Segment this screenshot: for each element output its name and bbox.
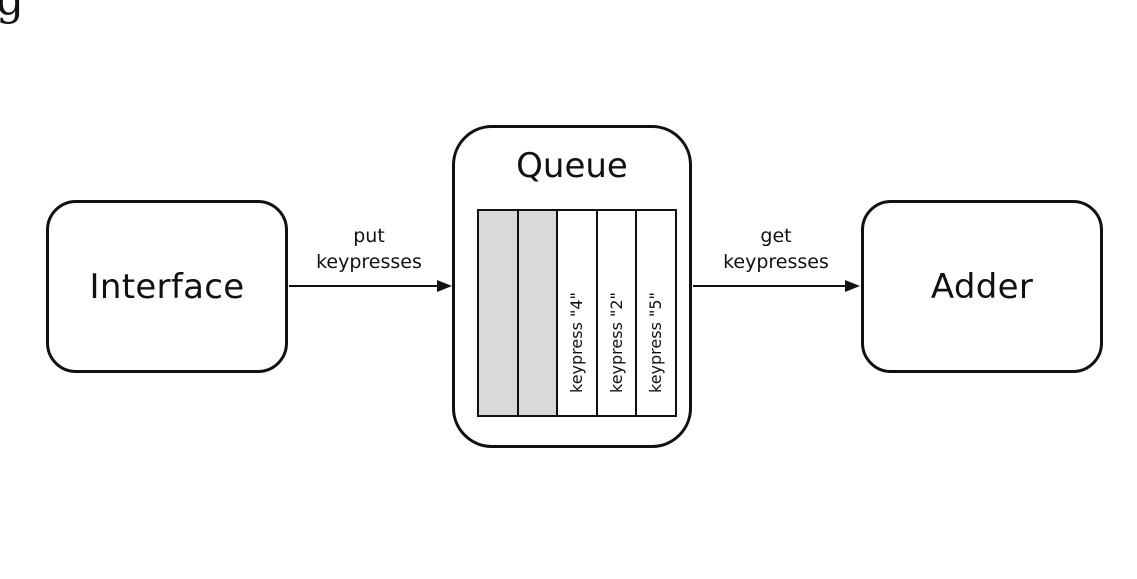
queue-slots: keypress "4" keypress "2" keypress "5" bbox=[477, 209, 677, 417]
get-edge-label: get keypresses bbox=[711, 223, 841, 275]
corner-glyph: g bbox=[0, 0, 24, 25]
queue-slot-1 bbox=[479, 211, 519, 415]
get-edge-label-line2: keypresses bbox=[723, 251, 829, 273]
put-edge-label-line2: keypresses bbox=[316, 251, 422, 273]
get-arrow bbox=[693, 280, 860, 292]
put-edge-label-line1: put bbox=[353, 225, 385, 247]
queue-slot-3: keypress "4" bbox=[558, 211, 598, 415]
queue-node: Queue keypress "4" keypress "2" keypress… bbox=[452, 125, 692, 448]
put-edge-label: put keypresses bbox=[304, 223, 434, 275]
interface-label: Interface bbox=[89, 266, 245, 307]
queue-label: Queue bbox=[516, 146, 628, 186]
get-edge-label-line1: get bbox=[760, 225, 792, 247]
queue-slot-4: keypress "2" bbox=[597, 211, 638, 415]
get-arrowhead-icon bbox=[845, 280, 860, 292]
queue-slot-5: keypress "5" bbox=[637, 211, 675, 415]
adder-label: Adder bbox=[930, 266, 1034, 307]
adder-node: Adder bbox=[861, 200, 1103, 373]
put-arrowhead-icon bbox=[437, 280, 452, 292]
queue-slot-2 bbox=[518, 211, 559, 415]
interface-node: Interface bbox=[46, 200, 288, 373]
put-arrow bbox=[289, 280, 452, 292]
